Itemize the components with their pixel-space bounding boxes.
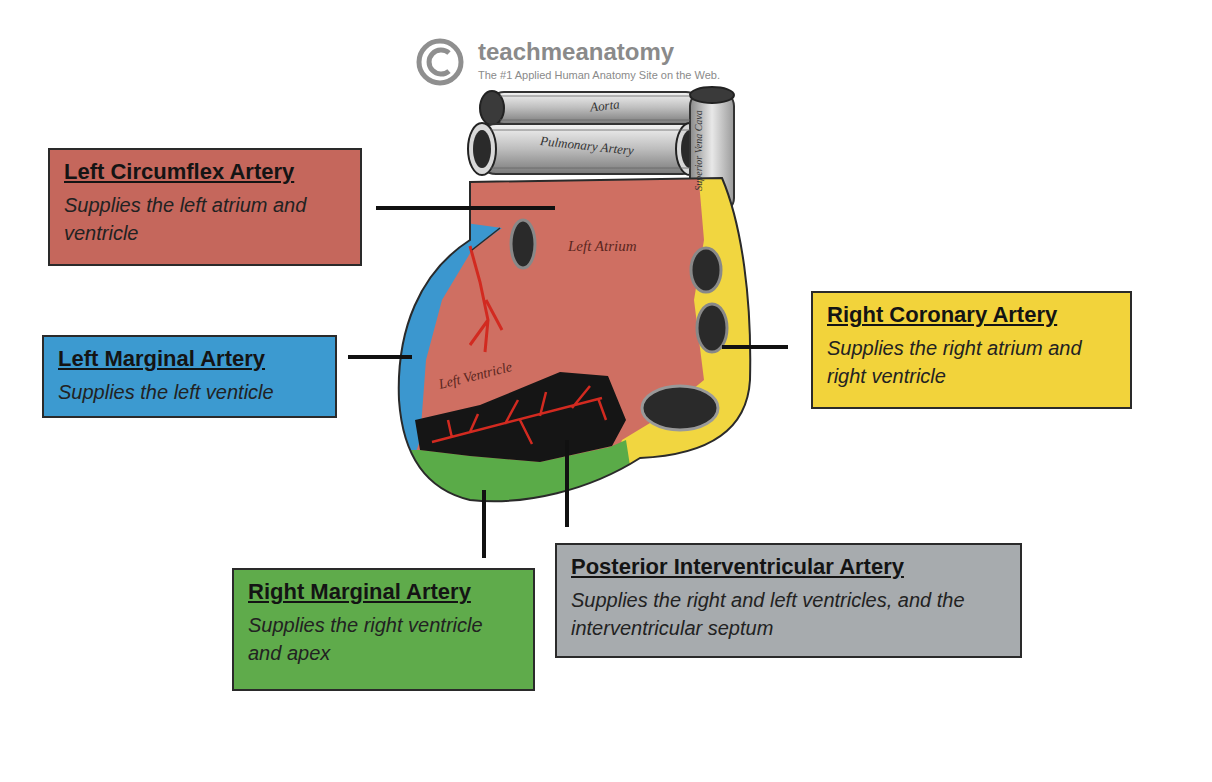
label-box: Right Marginal ArterySupplies the right … xyxy=(232,568,535,691)
artery-name: Posterior Interventricular Artery xyxy=(571,553,1006,582)
watermark: teachmeanatomy xyxy=(478,38,674,66)
label-box: Posterior Interventricular ArterySupplie… xyxy=(555,543,1022,658)
vein-openings xyxy=(511,220,727,430)
artery-name: Right Marginal Artery xyxy=(248,578,519,607)
heart-outline xyxy=(399,178,751,501)
label-box: Left Marginal ArterySupplies the left ve… xyxy=(42,335,337,418)
label-box: Right Coronary ArterySupplies the right … xyxy=(811,291,1132,409)
artery-description: Supplies the left venticle xyxy=(58,378,321,406)
copyright-logo xyxy=(419,41,461,83)
heart-regions xyxy=(300,150,800,530)
artery-description: Supplies the right and left ventricles, … xyxy=(571,586,1006,642)
artery-name: Left Marginal Artery xyxy=(58,345,321,374)
artery-description: Supplies the left atrium and ventricle xyxy=(64,191,346,247)
artery-description: Supplies the right ventricle and apex xyxy=(248,611,519,667)
label-box: Left Circumflex ArterySupplies the left … xyxy=(48,148,362,266)
artery-description: Supplies the right atrium and right vent… xyxy=(827,334,1116,390)
watermark-tagline: The #1 Applied Human Anatomy Site on the… xyxy=(478,69,720,81)
chamber-label: Left Atrium xyxy=(568,238,636,255)
vessel-label: Superior Vena Cava xyxy=(693,110,704,191)
artery-name: Left Circumflex Artery xyxy=(64,158,346,187)
vessel-label: Aorta xyxy=(589,96,620,115)
leader-lines xyxy=(348,208,788,558)
artery-name: Right Coronary Artery xyxy=(827,301,1116,330)
